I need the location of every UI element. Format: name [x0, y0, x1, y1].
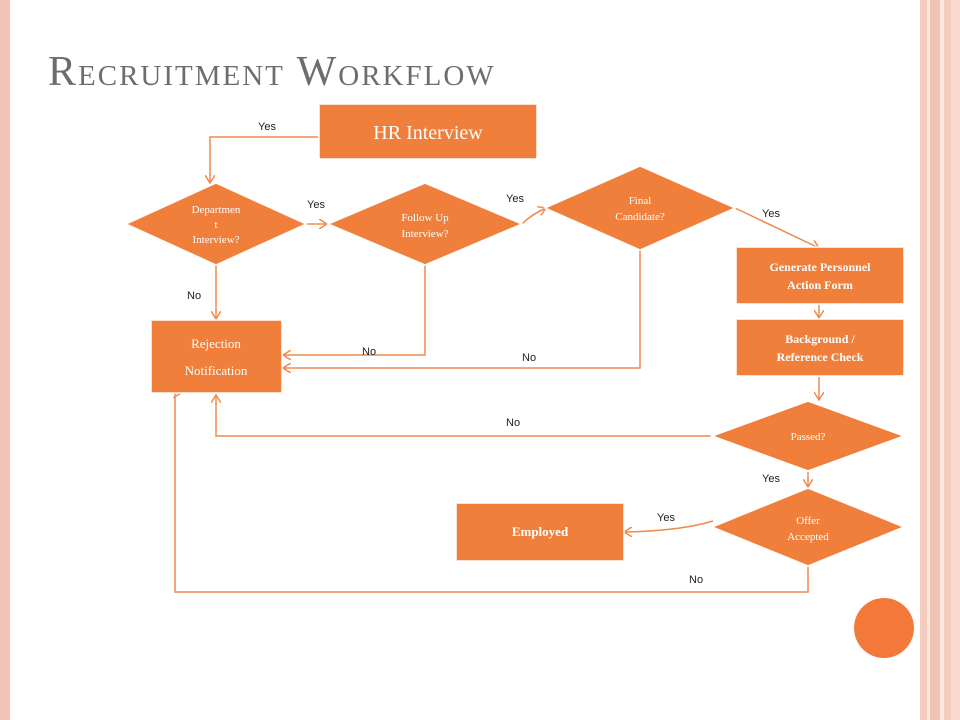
edge-offer-to-rejection	[175, 393, 809, 593]
node-background-reference-check-line-2: Reference Check	[777, 350, 864, 364]
label-offer-to-rejection: No	[689, 574, 703, 586]
node-hr-interview: HR Interview	[318, 103, 538, 160]
edge-labels: Yes Yes Yes Yes No No No No Yes Yes No	[187, 121, 780, 586]
node-department-interview-line-2: t	[214, 219, 217, 231]
node-final-candidate-line-1: Final	[629, 195, 652, 207]
edge-final-to-rejection	[283, 250, 641, 368]
node-generate-personnel-action-form-line-1: Generate Personnel	[770, 260, 872, 274]
node-background-reference-check-line-1: Background /	[785, 332, 855, 346]
edge-followup-to-final	[521, 208, 546, 225]
edge-followup-to-rejection	[283, 265, 426, 355]
node-generate-personnel-action-form: Generate Personnel Action Form	[735, 246, 905, 305]
node-employed-label: Employed	[512, 524, 569, 539]
slide-border-right	[918, 0, 960, 720]
slide-border-left	[0, 0, 10, 720]
node-rejection-notification-line-1: Rejection	[191, 336, 241, 351]
label-followup-to-rejection: No	[362, 346, 376, 358]
decorative-circle	[854, 598, 914, 658]
node-generate-personnel-action-form-line-2: Action Form	[787, 278, 853, 292]
node-hr-interview-label: HR Interview	[373, 122, 483, 144]
node-final-candidate: Final Candidate?	[543, 165, 737, 251]
node-employed: Employed	[455, 502, 625, 562]
node-offer-accepted: Offer Accepted	[710, 487, 906, 567]
node-passed-label: Passed?	[791, 431, 826, 443]
node-follow-up-interview-line-1: Follow Up	[401, 212, 449, 224]
node-offer-accepted-line-2: Accepted	[787, 531, 829, 543]
node-offer-accepted-line-1: Offer	[796, 515, 820, 527]
label-passed-to-offer: Yes	[762, 473, 780, 485]
edge-hr-to-department	[210, 136, 318, 183]
connectors	[175, 136, 819, 593]
node-department-interview: Departmen t Interview?	[124, 182, 308, 266]
label-offer-to-employed: Yes	[657, 512, 675, 524]
label-hr-to-department: Yes	[258, 121, 276, 133]
node-background-reference-check: Background / Reference Check	[735, 318, 905, 377]
node-department-interview-line-1: Departmen	[192, 204, 241, 216]
label-passed-to-rejection: No	[506, 417, 520, 429]
edge-final-to-generate	[734, 207, 819, 248]
slide-title: Recruitment Workflow	[48, 49, 496, 95]
label-final-to-rejection: No	[522, 352, 536, 364]
node-rejection-notification-line-2: Notification	[185, 363, 248, 378]
edge-offer-to-employed	[624, 520, 714, 532]
edge-passed-to-rejection	[216, 395, 711, 437]
label-final-to-generate: Yes	[762, 208, 780, 220]
label-department-to-followup: Yes	[307, 199, 325, 211]
node-rejection-notification: Rejection Notification	[150, 319, 283, 394]
label-department-to-rejection: No	[187, 290, 201, 302]
node-passed: Passed?	[709, 400, 907, 472]
node-final-candidate-line-2: Candidate?	[615, 211, 665, 223]
label-followup-to-final: Yes	[506, 193, 524, 205]
node-department-interview-line-3: Interview?	[192, 234, 239, 246]
node-follow-up-interview: Follow Up Interview?	[326, 182, 524, 266]
node-follow-up-interview-line-2: Interview?	[401, 228, 448, 240]
